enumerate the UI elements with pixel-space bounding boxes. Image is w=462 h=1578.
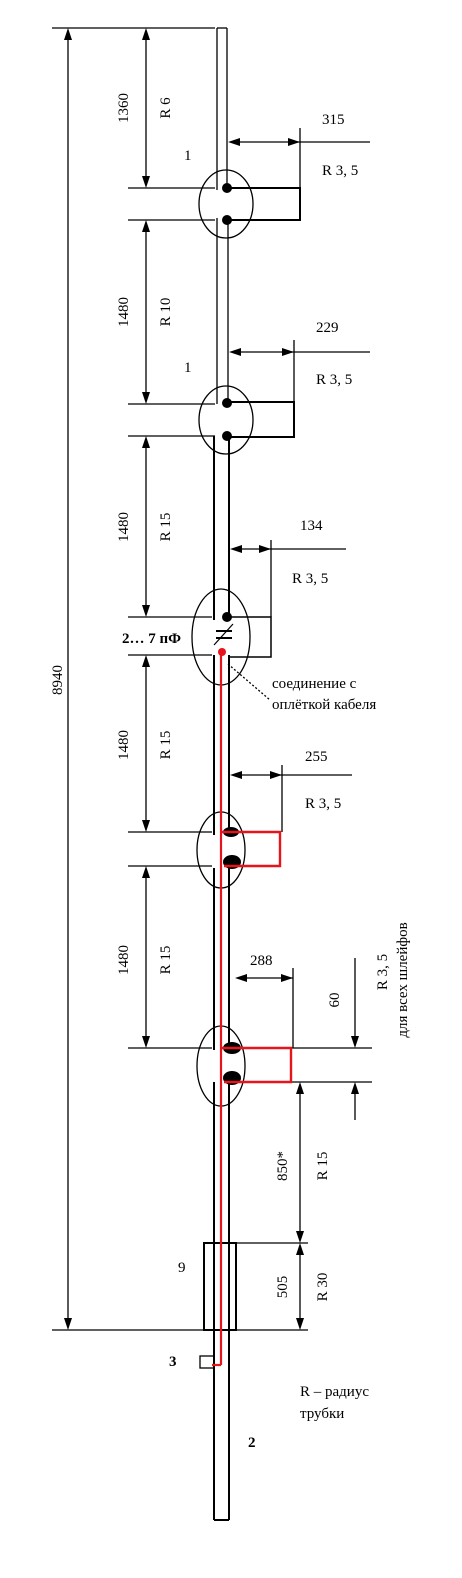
stub-note-text: для всех шлейфов <box>395 922 411 1037</box>
segment-length-3: 1480 <box>116 512 132 542</box>
arrowheads <box>64 28 359 1330</box>
segment-radius-1: R 6 <box>158 97 174 119</box>
stub-length-2: 229 <box>316 320 339 336</box>
stub-loop-2 <box>228 401 295 438</box>
segment-length-4: 1480 <box>116 730 132 760</box>
stub-length-1: 315 <box>322 112 345 128</box>
stub-radius-3: R 3, 5 <box>292 571 328 587</box>
braid-leader <box>227 663 271 701</box>
feed-radius-label: R 15 <box>315 1152 331 1181</box>
stub-length-3: 134 <box>300 518 323 534</box>
stub-radius-4: R 3, 5 <box>305 796 341 812</box>
stub-loop-3 <box>228 616 272 658</box>
stub-radius-2: R 3, 5 <box>316 372 352 388</box>
callout-1: 1 <box>184 148 192 164</box>
stub-length-4: 255 <box>305 749 328 765</box>
segment-length-1: 1360 <box>116 93 132 123</box>
capacitor-symbol <box>213 623 234 646</box>
segment-length-2: 1480 <box>116 297 132 327</box>
cable-feed-point <box>218 648 226 656</box>
stub-loop-1 <box>228 187 301 221</box>
callout-9: 9 <box>178 1260 186 1276</box>
segment-radius-4: R 15 <box>158 731 174 760</box>
sleeve-length-label: 505 <box>275 1276 291 1299</box>
stub-note-radius: R 3, 5 <box>375 954 391 990</box>
braid-note-line-1: соединение с <box>272 676 357 692</box>
junction-dots <box>222 183 241 1085</box>
legend-line-2: трубки <box>300 1406 344 1422</box>
sleeve-radius-label: R 30 <box>315 1273 331 1302</box>
callout-3: 3 <box>169 1354 177 1370</box>
stub-length-5: 288 <box>250 953 273 969</box>
gap-label: 60 <box>327 993 343 1008</box>
braid-note-line-2: оплёткой кабеля <box>272 697 376 713</box>
segment-radius-3: R 15 <box>158 513 174 542</box>
segment-length-5: 1480 <box>116 945 132 975</box>
junction-ellipse-1 <box>198 169 254 239</box>
legend-line-1: R – радиус <box>300 1384 369 1400</box>
segment-radius-5: R 15 <box>158 946 174 975</box>
coax-cable <box>212 652 293 1367</box>
capacitor-label: 2… 7 пФ <box>122 631 181 647</box>
junction-ellipse-2 <box>198 385 254 455</box>
connector <box>199 1355 215 1369</box>
segment-radius-2: R 10 <box>158 298 174 327</box>
callout-1b: 1 <box>184 360 192 376</box>
feed-length-label: 850* <box>275 1151 291 1181</box>
stub-radius-1: R 3, 5 <box>322 163 358 179</box>
callout-2: 2 <box>248 1435 256 1451</box>
total-length-label: 8940 <box>50 665 66 695</box>
